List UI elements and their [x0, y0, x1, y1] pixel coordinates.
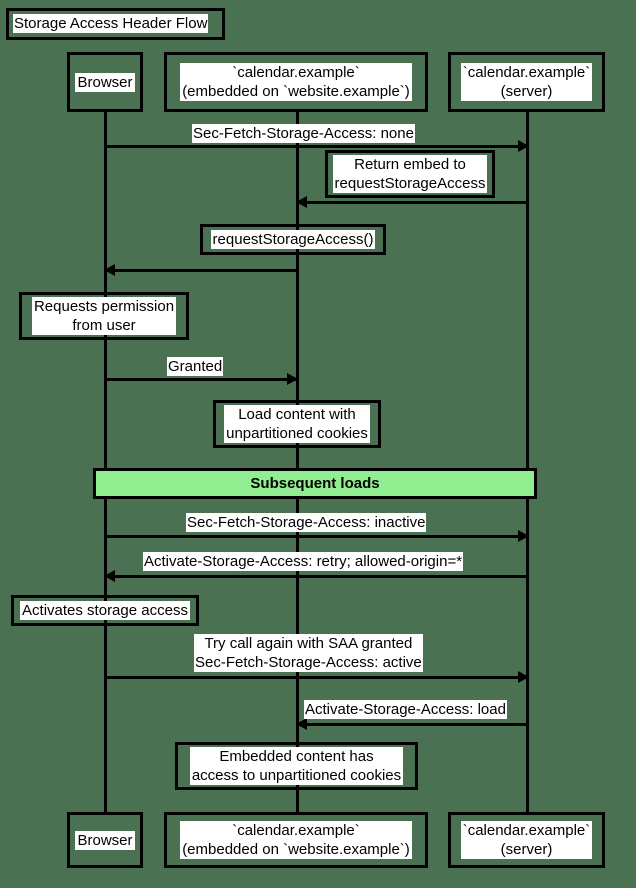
- message-arrow-activate-retry: [104, 570, 528, 582]
- note-activates-storage-access-text: Activates storage access: [20, 601, 190, 620]
- participant-server-line2-top: (server): [500, 83, 553, 100]
- participant-server-line1-top: `calendar.example`: [462, 64, 591, 81]
- message-arrow-sec-fetch-inactive: [105, 530, 529, 542]
- participant-server-label-bottom: `calendar.example` (server): [460, 821, 593, 859]
- arrow-head-right-icon: [518, 140, 529, 152]
- message-label-sec-fetch-none: Sec-Fetch-Storage-Access: none: [192, 124, 415, 143]
- arrow-head-left-icon: [296, 718, 307, 730]
- participant-embed-top[interactable]: `calendar.example` (embedded on `website.…: [164, 52, 428, 112]
- arrow-head-right-icon: [518, 530, 529, 542]
- message-arrow-request-storage-access: [104, 264, 297, 276]
- note-return-embed-text: Return embed to requestStorageAccess: [332, 155, 488, 193]
- note-load-content: Load content with unpartitioned cookies: [213, 400, 381, 448]
- note-activates-storage-access: Activates storage access: [11, 595, 199, 626]
- participant-embed-line1-bottom: `calendar.example`: [232, 822, 360, 839]
- participant-embed-line2-top: (embedded on `website.example`): [182, 83, 410, 100]
- lifeline-browser: [104, 112, 107, 812]
- participant-embed-label-bottom: `calendar.example` (embedded on `website.…: [180, 821, 412, 859]
- arrow-head-left-icon: [104, 264, 115, 276]
- diagram-title-text: Storage Access Header Flow: [13, 14, 209, 33]
- message-label-try-call-again-line2: Sec-Fetch-Storage-Access: active: [195, 654, 422, 671]
- participant-server-top[interactable]: `calendar.example` (server): [448, 52, 605, 112]
- diagram-title-box: Storage Access Header Flow: [6, 8, 225, 40]
- message-arrow-sec-fetch-none: [105, 140, 529, 152]
- note-requests-permission-line2: from user: [72, 317, 136, 334]
- participant-browser-label-bottom: Browser: [75, 830, 135, 850]
- lifeline-embed: [296, 112, 299, 812]
- message-arrow-try-call-again: [105, 671, 529, 683]
- note-embedded-content-access-text: Embedded content has access to unpartitio…: [189, 747, 404, 785]
- message-label-activate-load: Activate-Storage-Access: load: [304, 700, 507, 719]
- arrow-head-right-icon: [287, 373, 298, 385]
- message-label-granted: Granted: [167, 357, 224, 376]
- message-label-activate-retry: Activate-Storage-Access: retry; allowed-…: [143, 552, 464, 571]
- message-label-try-call-again-line1: Try call again with SAA granted: [204, 635, 413, 652]
- participant-server-line2-bottom: (server): [500, 841, 553, 858]
- participant-embed-line1-top: `calendar.example`: [232, 64, 360, 81]
- banner-subsequent-loads: Subsequent loads: [93, 468, 537, 499]
- note-request-storage-access: requestStorageAccess(): [200, 224, 386, 255]
- message-label-sec-fetch-inactive: Sec-Fetch-Storage-Access: inactive: [186, 513, 427, 532]
- note-request-storage-access-text: requestStorageAccess(): [210, 230, 376, 249]
- note-embedded-content-access: Embedded content has access to unpartitio…: [175, 742, 418, 790]
- participant-embed-label-top: `calendar.example` (embedded on `website.…: [180, 63, 412, 101]
- participant-embed-bottom[interactable]: `calendar.example` (embedded on `website.…: [164, 812, 428, 868]
- message-arrow-return-embed: [296, 196, 528, 208]
- message-arrow-granted: [105, 373, 298, 385]
- participant-browser-bottom[interactable]: Browser: [67, 812, 143, 868]
- note-requests-permission: Requests permission from user: [19, 292, 189, 340]
- participant-server-label-top: `calendar.example` (server): [460, 63, 593, 101]
- arrow-head-left-icon: [296, 196, 307, 208]
- arrow-head-left-icon: [104, 570, 115, 582]
- note-requests-permission-text: Requests permission from user: [31, 297, 177, 335]
- participant-browser-label-top: Browser: [75, 72, 135, 92]
- participant-server-bottom[interactable]: `calendar.example` (server): [448, 812, 605, 868]
- note-embedded-content-access-line2: access to unpartitioned cookies: [191, 767, 402, 784]
- participant-browser-top[interactable]: Browser: [67, 52, 143, 112]
- note-return-embed-line1: Return embed to: [354, 156, 466, 173]
- banner-subsequent-loads-text: Subsequent loads: [250, 475, 380, 492]
- note-return-embed: Return embed to requestStorageAccess: [325, 150, 495, 198]
- lifeline-server: [526, 112, 529, 812]
- note-load-content-text: Load content with unpartitioned cookies: [224, 405, 370, 443]
- participant-server-line1-bottom: `calendar.example`: [462, 822, 591, 839]
- note-return-embed-line2: requestStorageAccess: [334, 175, 486, 192]
- note-load-content-line2: unpartitioned cookies: [226, 425, 368, 442]
- message-arrow-activate-load: [296, 718, 528, 730]
- note-load-content-line1: Load content with: [238, 406, 356, 423]
- arrow-head-right-icon: [518, 671, 529, 683]
- note-requests-permission-line1: Requests permission: [33, 298, 175, 315]
- note-embedded-content-access-line1: Embedded content has: [219, 748, 374, 765]
- participant-embed-line2-bottom: (embedded on `website.example`): [182, 841, 410, 858]
